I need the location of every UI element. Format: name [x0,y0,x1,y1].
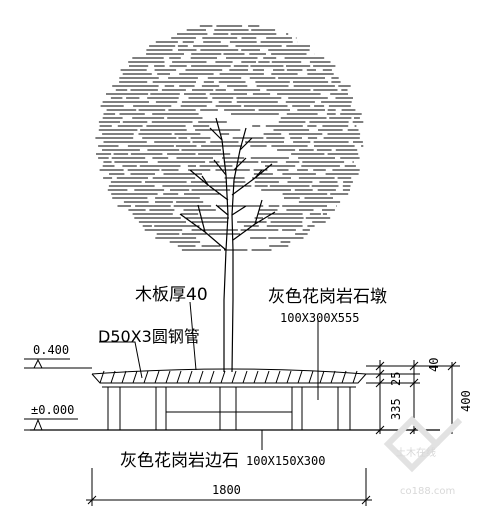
seat-slat [319,370,325,384]
seat-slat [121,370,127,384]
label-granite-curb: 灰色花岗岩边石 [120,451,239,471]
seat-slat [286,370,292,384]
seat-slat [187,370,193,384]
dimension-width-value: 1800 [212,483,241,497]
label-granite-pier: 灰色花岗岩石墩 [268,287,387,307]
seat-slat [253,370,259,384]
seat-slat [242,370,248,384]
seat-slat [198,370,204,384]
seat-slat [264,370,270,384]
dimension-total-value: 400 [459,390,473,412]
dimension-width [86,468,372,506]
tree-canopy [95,25,364,251]
seat-slat [308,370,314,384]
elevation-marker-ground: ±0.000 [24,403,100,431]
seat-slat [220,370,226,384]
leader-lines [99,301,319,450]
seat-slat [209,370,215,384]
seat-slat [275,370,281,384]
seat-slat [341,370,347,384]
seat-slat [110,370,116,384]
dimension-board-value: 40 [427,358,441,372]
label-granite-curb-size: 100X150X300 [246,454,325,468]
seat-slat [143,370,149,384]
seat-slat [330,370,336,384]
label-granite-pier-size: 100X300X555 [280,311,359,325]
dimension-vertical [366,360,460,435]
seat-slat [352,370,358,384]
seat-slat [99,370,105,384]
watermark-en: co188.com [400,486,455,497]
tree-bench [91,368,367,431]
watermark-logo-icon [383,415,463,473]
label-wood-board: 木板厚40 [135,285,208,305]
watermark-cn: 土木在线 [396,446,436,459]
elevation-ground-value: ±0.000 [31,403,74,417]
seat-slat [231,370,237,384]
seat-slat [132,370,138,384]
seat-slat [165,370,171,384]
seat-slat [154,370,160,384]
watermark: 土木在线 co188.com [383,415,463,497]
label-steel-pipe: D50X3圆钢管 [98,327,200,346]
dimension-leg-value: 335 [389,398,403,420]
elevation-top-value: 0.400 [33,343,69,357]
elevation-marker-top: 0.400 [24,343,92,369]
seat-slat [297,370,303,384]
dimension-ring-value: 25 [389,372,403,386]
seat-slat [176,370,182,384]
tree-trunk [179,117,276,373]
